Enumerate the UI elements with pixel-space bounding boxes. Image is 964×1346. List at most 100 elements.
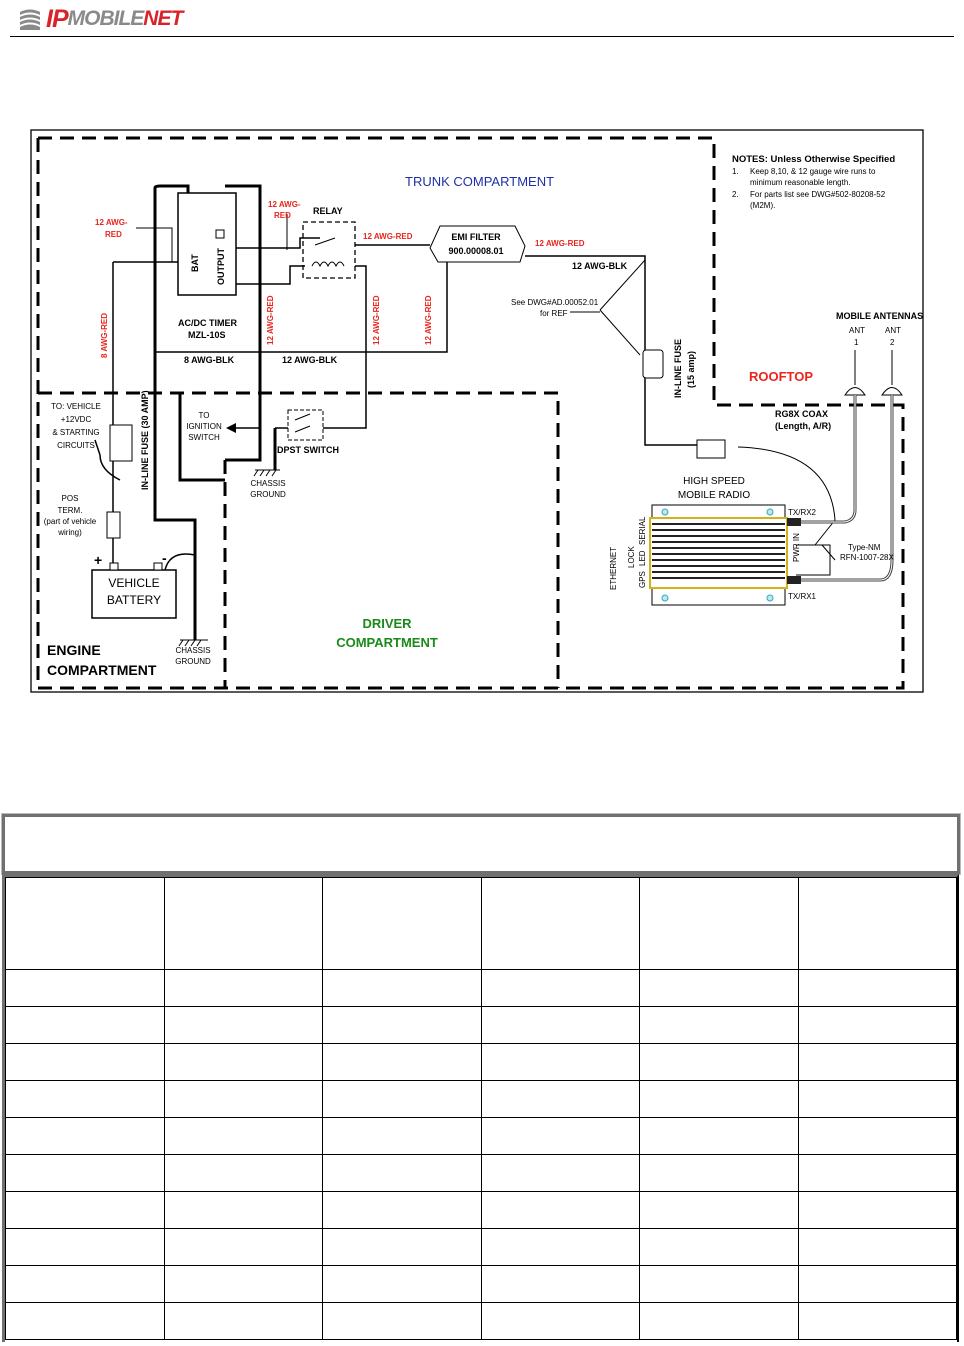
table-header-row bbox=[5, 877, 957, 970]
battery-label-2: BATTERY bbox=[107, 593, 161, 607]
table-cell bbox=[797, 1080, 957, 1118]
table-cell bbox=[5, 1228, 165, 1266]
table-header-cell bbox=[797, 877, 957, 970]
inline-fuse-15-icon bbox=[642, 349, 664, 379]
label-12awg-red-b2: RED bbox=[274, 211, 291, 220]
ignition-arrow-icon bbox=[226, 423, 236, 433]
table-cell bbox=[163, 1043, 323, 1081]
table-cell bbox=[480, 1117, 640, 1155]
table-cell bbox=[5, 1080, 165, 1118]
chassis-ground-1-label: CHASSIS bbox=[250, 479, 285, 488]
table-cell bbox=[639, 1117, 799, 1155]
table-cell bbox=[5, 1265, 165, 1303]
notes-title: NOTES: Unless Otherwise Specified bbox=[732, 154, 895, 165]
table-row bbox=[5, 969, 957, 1007]
table-cell bbox=[5, 1117, 165, 1155]
ignition-label-1: TO bbox=[199, 411, 210, 420]
table-cell bbox=[639, 969, 799, 1007]
data-table bbox=[2, 874, 959, 1342]
table-cell bbox=[797, 1154, 957, 1192]
bat-label: BAT bbox=[190, 254, 200, 272]
table-cell bbox=[639, 1080, 799, 1118]
dpst-switch-box bbox=[287, 409, 324, 441]
to-vehicle-label-3: & STARTING bbox=[52, 428, 99, 437]
see-ref-label-2: for REF bbox=[540, 309, 568, 318]
led-label: LED bbox=[638, 550, 647, 566]
table-cell bbox=[322, 1154, 482, 1192]
table-cell bbox=[322, 1228, 482, 1266]
relay-box bbox=[302, 221, 356, 279]
vehicle-battery-box bbox=[91, 569, 177, 619]
battery-plus-label: + bbox=[94, 552, 102, 568]
inline-fuse-30-label: IN-LINE FUSE (30 AMP) bbox=[140, 390, 150, 490]
table-cell bbox=[480, 1191, 640, 1229]
power-connector-icon bbox=[696, 439, 726, 459]
table-row bbox=[5, 1228, 957, 1266]
note-2-line1: For parts list see DWG#502-80208-52 bbox=[750, 190, 886, 199]
label-12awg-red-a: 12 AWG- bbox=[95, 218, 128, 227]
table-cell bbox=[163, 1117, 323, 1155]
chassis-ground-icons bbox=[178, 469, 280, 647]
table-cell bbox=[797, 1228, 957, 1266]
pos-term-label-3: (part of vehicle bbox=[44, 517, 97, 526]
ant1-num: 1 bbox=[854, 338, 859, 347]
dpst-switch-label: DPST SWITCH bbox=[277, 445, 339, 455]
radio-label-1: HIGH SPEED bbox=[683, 476, 745, 487]
battery-minus-label: - bbox=[162, 550, 167, 566]
emi-filter-part: 900.00008.01 bbox=[448, 246, 503, 256]
table-cell bbox=[639, 1006, 799, 1044]
pwr-in-label: PWR IN bbox=[792, 533, 801, 562]
table-cell bbox=[322, 1117, 482, 1155]
logo-mark-icon bbox=[20, 9, 40, 30]
radio-fins bbox=[652, 523, 785, 579]
coax-length: (Length, A/R) bbox=[775, 421, 831, 431]
txrx2-label: TX/RX2 bbox=[788, 508, 817, 517]
driver-label-1: DRIVER bbox=[362, 616, 412, 631]
antenna-icons bbox=[844, 350, 903, 396]
ant2-label: ANT bbox=[885, 326, 901, 335]
table-cell bbox=[322, 969, 482, 1007]
table-cell bbox=[639, 1302, 799, 1340]
logo-net: NET bbox=[143, 7, 183, 30]
dpst-switch-icon bbox=[294, 413, 311, 433]
to-vehicle-label-2: +12VDC bbox=[61, 415, 92, 424]
logo-mobile: MOBILE bbox=[67, 7, 145, 30]
ethernet-label: ETHERNET bbox=[609, 547, 618, 590]
table-row bbox=[5, 1117, 957, 1155]
table-cell bbox=[480, 1302, 640, 1340]
table-cell bbox=[797, 1043, 957, 1081]
table-cell bbox=[797, 969, 957, 1007]
timer-terminal bbox=[215, 229, 225, 239]
mobile-antennas-label: MOBILE ANTENNAS bbox=[836, 311, 923, 321]
table-cell bbox=[797, 1265, 957, 1303]
table-cell bbox=[639, 1154, 799, 1192]
label-8awg-red: 8 AWG-RED bbox=[100, 313, 109, 358]
engine-label-2: COMPARTMENT bbox=[47, 662, 157, 678]
label-12awg-red-v2: 12 AWG-RED bbox=[372, 295, 381, 345]
battery-label-1: VEHICLE bbox=[108, 576, 159, 590]
trunk-compartment-label: TRUNK COMPARTMENT bbox=[405, 174, 554, 189]
timer-box bbox=[177, 192, 237, 296]
rooftop-label: ROOFTOP bbox=[749, 369, 813, 384]
table-cell bbox=[480, 1080, 640, 1118]
ignition-label-2: IGNITION bbox=[186, 422, 222, 431]
table-cell bbox=[797, 1117, 957, 1155]
chassis-ground-1-label-2: GROUND bbox=[250, 490, 286, 499]
note-1-line1: Keep 8,10, & 12 gauge wire runs to bbox=[750, 167, 876, 176]
label-12awg-red-a2: RED bbox=[105, 230, 122, 239]
relay-coil-icon bbox=[311, 261, 345, 268]
table-row bbox=[5, 1265, 957, 1303]
table-row bbox=[5, 1302, 957, 1340]
label-12awg-red-emi: 12 AWG-RED bbox=[535, 239, 585, 248]
table-cell bbox=[797, 1006, 957, 1044]
output-label: OUTPUT bbox=[216, 248, 226, 286]
thin-wires bbox=[94, 237, 700, 571]
table-row bbox=[5, 1191, 957, 1229]
txrx1-label: TX/RX1 bbox=[788, 592, 817, 601]
inline-fuse-15-rating: (15 amp) bbox=[686, 351, 696, 388]
table-row bbox=[5, 1006, 957, 1044]
coax-label: RG8X COAX bbox=[775, 409, 828, 419]
table-cell bbox=[797, 1302, 957, 1340]
lock-label: LOCK bbox=[627, 546, 636, 568]
table-cell bbox=[163, 1228, 323, 1266]
